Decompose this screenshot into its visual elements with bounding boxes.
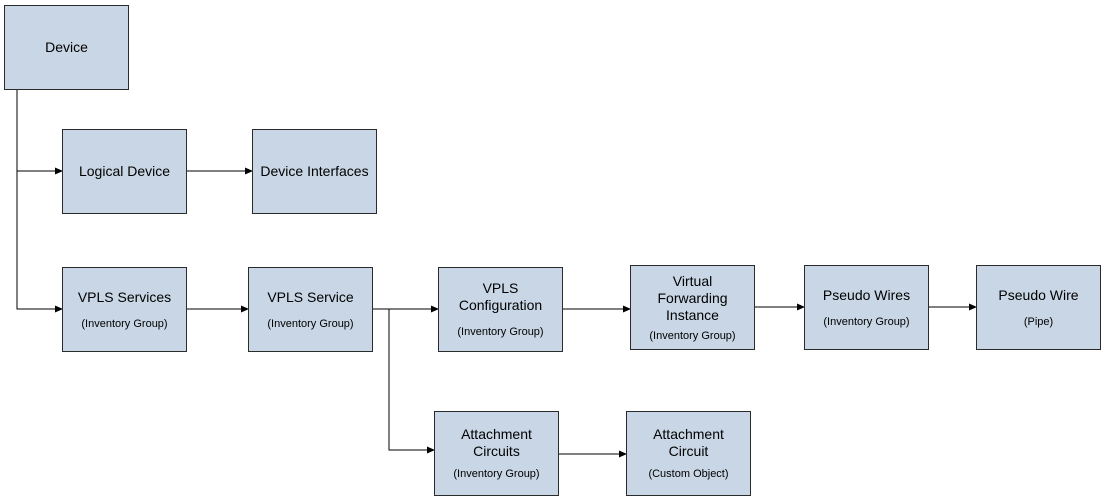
- node-device-interfaces: Device Interfaces: [252, 129, 377, 214]
- node-vpls-service: VPLS Service (Inventory Group): [248, 267, 373, 352]
- node-title: Virtual Forwarding Instance: [657, 272, 728, 323]
- node-pseudo-wires: Pseudo Wires (Inventory Group): [804, 265, 929, 350]
- node-pseudo-wire: Pseudo Wire (Pipe): [976, 265, 1101, 350]
- connector-device-to-logical-device: [16, 90, 63, 175]
- node-subtitle: (Inventory Group): [81, 317, 168, 330]
- node-subtitle: (Custom Object): [648, 468, 729, 480]
- node-vpls-services: VPLS Services (Inventory Group): [62, 267, 187, 352]
- node-title: Pseudo Wire: [998, 286, 1079, 303]
- node-subtitle: (Inventory Group): [453, 468, 540, 480]
- node-subtitle: (Inventory Group): [823, 315, 910, 328]
- node-device: Device: [4, 5, 129, 90]
- node-vpls-configuration: VPLS Configuration (Inventory Group): [438, 267, 563, 352]
- node-title: Attachment Circuits: [461, 426, 532, 459]
- node-title: Device Interfaces: [260, 163, 369, 179]
- node-subtitle: (Inventory Group): [649, 329, 736, 342]
- connector-device-to-vpls-services: [16, 171, 63, 313]
- node-virtual-forwarding-instance: Virtual Forwarding Instance (Inventory G…: [630, 265, 755, 350]
- node-title: VPLS Service: [267, 288, 354, 305]
- node-title: VPLS Services: [77, 288, 172, 305]
- node-title: Pseudo Wires: [822, 286, 911, 303]
- connector-vpls-service-to-attachment-circuits: [388, 309, 435, 454]
- node-attachment-circuit: Attachment Circuit (Custom Object): [626, 411, 751, 496]
- node-title: VPLS Configuration: [458, 280, 543, 313]
- node-subtitle: (Pipe): [1023, 315, 1054, 328]
- node-attachment-circuits: Attachment Circuits (Inventory Group): [434, 411, 559, 496]
- node-logical-device: Logical Device: [62, 129, 187, 214]
- node-title: Device: [45, 39, 88, 55]
- node-title: Logical Device: [78, 163, 171, 179]
- node-subtitle: (Inventory Group): [267, 317, 354, 330]
- node-subtitle: (Inventory Group): [457, 326, 544, 338]
- node-title: Attachment Circuit: [653, 426, 724, 459]
